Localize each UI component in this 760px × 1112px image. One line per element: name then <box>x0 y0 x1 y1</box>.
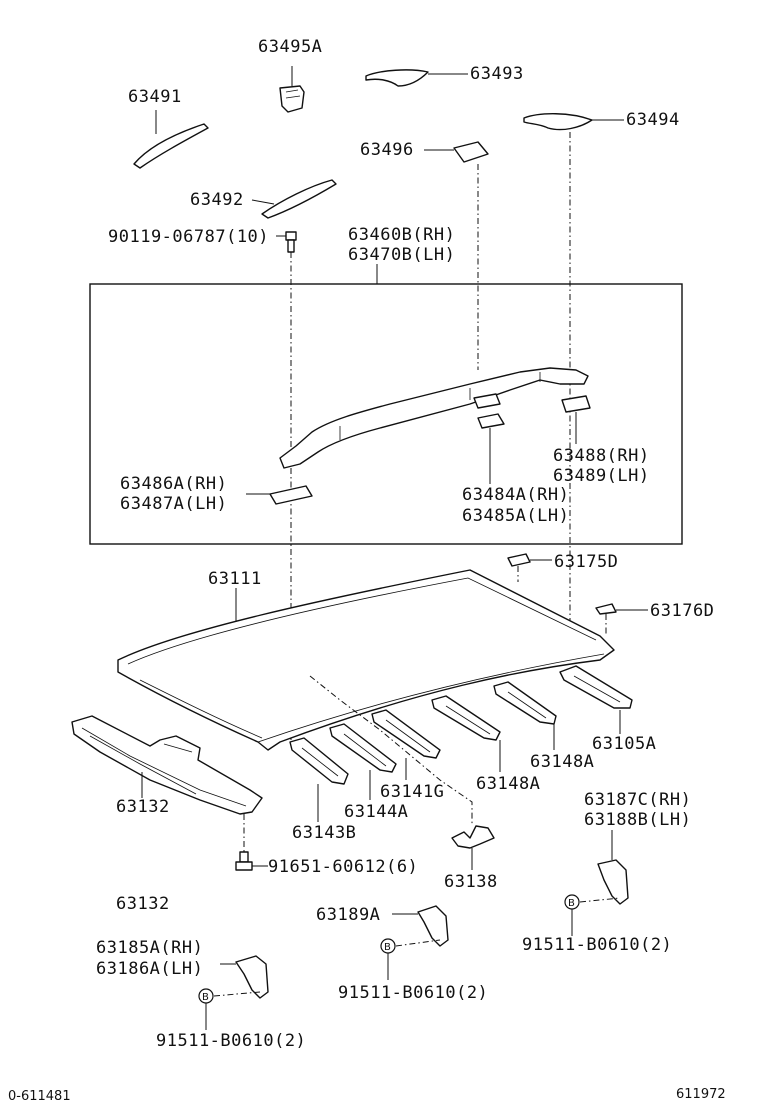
label-63144a: 63144A <box>344 802 408 822</box>
bolt-91651-drawing <box>235 851 253 871</box>
label-63148a-2: 63148A <box>476 774 540 794</box>
label-63491: 63491 <box>128 87 182 107</box>
footer-code-left: 0-611481 <box>8 1089 71 1104</box>
pad-63484a-drawing <box>477 413 505 429</box>
dashline-63138 <box>309 675 473 826</box>
label-63493: 63493 <box>470 64 524 84</box>
label-63484a: 63484A(RH) <box>462 485 569 505</box>
label-91511-2: 91511-B0610(2) <box>338 983 488 1003</box>
label-63138: 63138 <box>444 872 498 892</box>
bolt-b-marker-2-text: B <box>384 942 391 953</box>
label-63486a: 63486A(RH) <box>120 474 227 494</box>
pad-63486a-drawing <box>269 485 313 505</box>
label-63188b: 63188B(LH) <box>584 810 691 830</box>
label-63485a: 63485A(LH) <box>462 506 569 526</box>
roof-rail-drawing <box>279 367 589 469</box>
label-63487a: 63487A(LH) <box>120 494 227 514</box>
roof-rail-group-box <box>89 283 683 545</box>
label-63460b: 63460B(RH) <box>348 225 455 245</box>
bolt-b-marker-1-text: B <box>568 898 575 909</box>
label-91651: 91651-60612(6) <box>268 857 418 877</box>
label-63175d: 63175D <box>554 552 618 572</box>
bolt-b-marker-3-text: B <box>202 992 209 1003</box>
dashline-63185a <box>213 991 261 997</box>
label-63132-2: 63132 <box>116 894 170 914</box>
label-91511-1: 91511-B0610(2) <box>522 935 672 955</box>
label-63489: 63489(LH) <box>553 466 650 486</box>
label-63132-1: 63132 <box>116 797 170 817</box>
bolt-90119-drawing <box>285 231 297 253</box>
bracket-63187c-drawing <box>597 859 629 905</box>
label-63470b: 63470B(LH) <box>348 245 455 265</box>
label-91511-3: 91511-B0610(2) <box>156 1031 306 1051</box>
pad-63175d-drawing <box>507 553 531 567</box>
bracket-63189a-drawing <box>417 905 449 947</box>
label-63143b: 63143B <box>292 823 356 843</box>
bracket-63185a-drawing <box>235 955 269 999</box>
footer-code-right: 611972 <box>676 1087 726 1102</box>
pad-63176d-drawing <box>595 603 617 615</box>
label-63496: 63496 <box>360 140 414 160</box>
label-63492: 63492 <box>190 190 244 210</box>
part-63491-drawing <box>133 123 209 169</box>
part-63494-drawing <box>523 113 593 131</box>
label-63186a: 63186A(LH) <box>96 959 203 979</box>
label-63494: 63494 <box>626 110 680 130</box>
label-63176d: 63176D <box>650 601 714 621</box>
label-63187c: 63187C(RH) <box>584 790 691 810</box>
dashline-63189a <box>395 939 441 947</box>
clip-63138-drawing <box>451 825 495 849</box>
front-header-drawing <box>71 715 263 815</box>
label-63488: 63488(RH) <box>553 446 650 466</box>
roof-panel-drawing <box>117 569 615 751</box>
part-63493-drawing <box>365 69 429 87</box>
label-63185a: 63185A(RH) <box>96 938 203 958</box>
pad-63488-drawing <box>561 395 591 413</box>
label-63495a: 63495A <box>258 37 322 57</box>
label-63189a: 63189A <box>316 905 380 925</box>
part-63496-drawing <box>453 141 489 163</box>
roof-bows-drawing <box>289 665 633 785</box>
part-63492-drawing <box>261 179 337 219</box>
part-63495a-drawing <box>279 85 305 113</box>
label-63111: 63111 <box>208 569 262 589</box>
label-90119: 90119-06787(10) <box>108 227 269 247</box>
label-63105a: 63105A <box>592 734 656 754</box>
label-63148a-1: 63148A <box>530 752 594 772</box>
label-63141g: 63141G <box>380 782 444 802</box>
leader-63492 <box>251 199 275 205</box>
